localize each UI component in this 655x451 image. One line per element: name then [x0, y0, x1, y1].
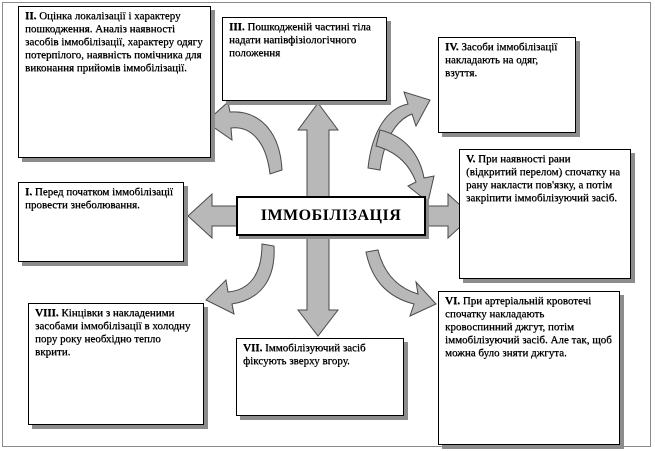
box-step-vii-number: VII. — [243, 342, 263, 354]
box-step-vi-text: При артеріальній кровотечі спочатку накл… — [445, 295, 612, 359]
box-step-v-text: При наявності рани (відкритий перелом) с… — [466, 153, 621, 204]
box-step-iii-number: ІІІ. — [229, 21, 245, 33]
box-step-vi-number: VI. — [445, 295, 460, 307]
box-step-v: V. При наявності рани (відкритий перелом… — [459, 149, 631, 279]
box-step-vii: VII. Іммобілізуючий засіб фіксують зверх… — [236, 338, 404, 416]
box-step-viii-text: Кінцівки з накладеними засобами іммобілі… — [35, 307, 191, 358]
curved-arrow-to-viii — [205, 243, 275, 315]
box-step-vi: VI. При артеріальній кровотечі спочатку … — [438, 291, 620, 445]
curved-arrow-to-iv — [367, 91, 431, 171]
box-step-iv-number: IV. — [445, 41, 459, 53]
curved-arrow-to-vi — [365, 249, 437, 317]
center-label: ІММОБІЛІЗАЦІЯ — [260, 207, 402, 224]
box-step-iii: ІІІ. Пошкодженій частині тіла надати нап… — [222, 17, 387, 101]
center-immobilization-box: ІММОБІЛІЗАЦІЯ — [236, 196, 426, 236]
box-step-i-text: Перед початком іммобілізації провести зн… — [25, 186, 173, 211]
box-step-v-number: V. — [466, 153, 476, 165]
box-step-ii-number: ІІ. — [25, 10, 37, 22]
box-step-i: І. Перед початком іммобілізації провести… — [18, 182, 184, 262]
box-step-ii-text: Оцінка локалізації і характеру пошкоджен… — [25, 10, 203, 74]
box-step-i-number: І. — [25, 186, 33, 198]
box-step-iv-text: Засоби іммобілізації накладають на одяг,… — [445, 41, 558, 79]
curved-arrow-to-v — [375, 129, 435, 203]
box-step-iv: IV. Засоби іммобілізації накладають на о… — [438, 37, 576, 133]
diagram-frame — [2, 2, 651, 447]
box-step-viii: VIII. Кінцівки з накладеними засобами ім… — [28, 303, 204, 425]
curved-arrow-to-ii — [205, 101, 283, 175]
box-step-ii: ІІ. Оцінка локалізації і характеру пошко… — [18, 6, 211, 158]
box-step-iii-text: Пошкодженій частині тіла надати напівфіз… — [229, 21, 371, 59]
box-step-vii-text: Іммобілізуючий засіб фіксують зверху вго… — [243, 342, 366, 367]
box-step-viii-number: VIII. — [35, 307, 59, 319]
